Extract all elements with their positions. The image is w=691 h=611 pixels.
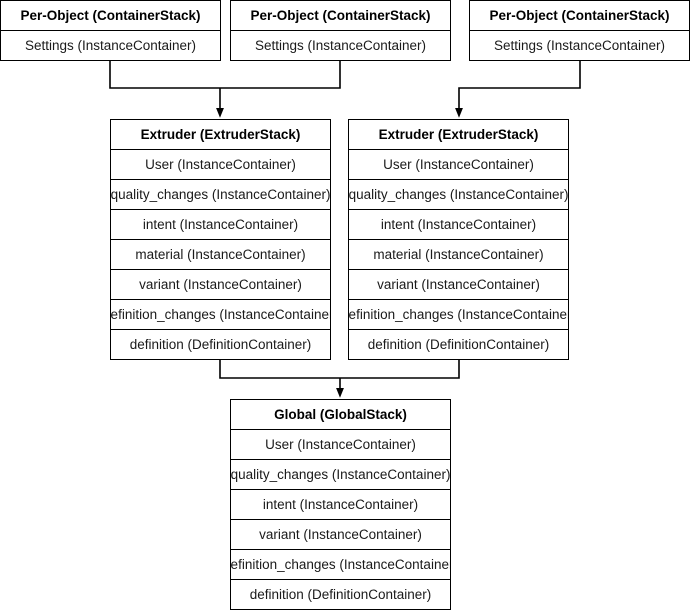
node-row-settings: Settings (InstanceContainer) (493, 37, 666, 53)
node-row-intent: intent (InstanceContainer) (231, 490, 450, 520)
node-row-definition: definition (DefinitionContainer) (249, 586, 432, 602)
node-per-object-1[interactable]: Per-Object (ContainerStack) Settings (In… (0, 0, 221, 61)
node-per-object-3[interactable]: Per-Object (ContainerStack) Settings (In… (469, 0, 690, 61)
node-row-variant: variant (InstanceContainer) (111, 270, 330, 300)
node-header: Extruder (ExtruderStack) (349, 120, 568, 150)
node-row-user: User (InstanceContainer) (349, 150, 568, 180)
node-row-definition-changes: definition_changes (InstanceContainer) (231, 550, 450, 580)
node-row-variant: variant (InstanceContainer) (349, 270, 568, 300)
node-per-object-2[interactable]: Per-Object (ContainerStack) Settings (In… (230, 0, 451, 61)
edge-perobj2-to-extruder1 (220, 61, 341, 89)
node-header: Per-Object (ContainerStack) (1, 1, 220, 31)
edge-perobj1-to-extruder1 (109, 61, 220, 89)
node-header: Per-Object (ContainerStack) (231, 1, 450, 31)
node-global[interactable]: Global (GlobalStack) User (InstanceConta… (230, 399, 451, 610)
edge-extruder1-to-global (219, 360, 340, 379)
edge-perobj3-to-extruder2 (455, 61, 581, 118)
node-row-user: User (InstanceContainer) (111, 150, 330, 180)
node-row-quality-changes: quality_changes (InstanceContainer) (231, 460, 450, 490)
edge-extruder2-to-global (340, 360, 460, 379)
node-row-definition: definition (DefinitionContainer) (367, 336, 550, 352)
node-row-quality-changes: quality_changes (InstanceContainer) (111, 180, 330, 210)
node-row-variant: variant (InstanceContainer) (231, 520, 450, 550)
node-row-user: User (InstanceContainer) (231, 430, 450, 460)
node-row-intent: intent (InstanceContainer) (349, 210, 568, 240)
node-header: Per-Object (ContainerStack) (470, 1, 689, 31)
node-row-quality-changes: quality_changes (InstanceContainer) (349, 180, 568, 210)
node-header: Extruder (ExtruderStack) (111, 120, 330, 150)
node-extruder-2[interactable]: Extruder (ExtruderStack) User (InstanceC… (348, 119, 569, 360)
node-row-definition-changes: definition_changes (InstanceContainer) (111, 300, 330, 330)
node-header: Global (GlobalStack) (231, 400, 450, 430)
node-extruder-1[interactable]: Extruder (ExtruderStack) User (InstanceC… (110, 119, 331, 360)
node-row-settings: Settings (InstanceContainer) (24, 37, 197, 53)
node-row-definition: definition (DefinitionContainer) (129, 336, 312, 352)
node-row-settings: Settings (InstanceContainer) (254, 37, 427, 53)
node-row-intent: intent (InstanceContainer) (111, 210, 330, 240)
node-row-material: material (InstanceContainer) (349, 240, 568, 270)
node-row-material: material (InstanceContainer) (111, 240, 330, 270)
node-row-definition-changes: definition_changes (InstanceContainer) (349, 300, 568, 330)
